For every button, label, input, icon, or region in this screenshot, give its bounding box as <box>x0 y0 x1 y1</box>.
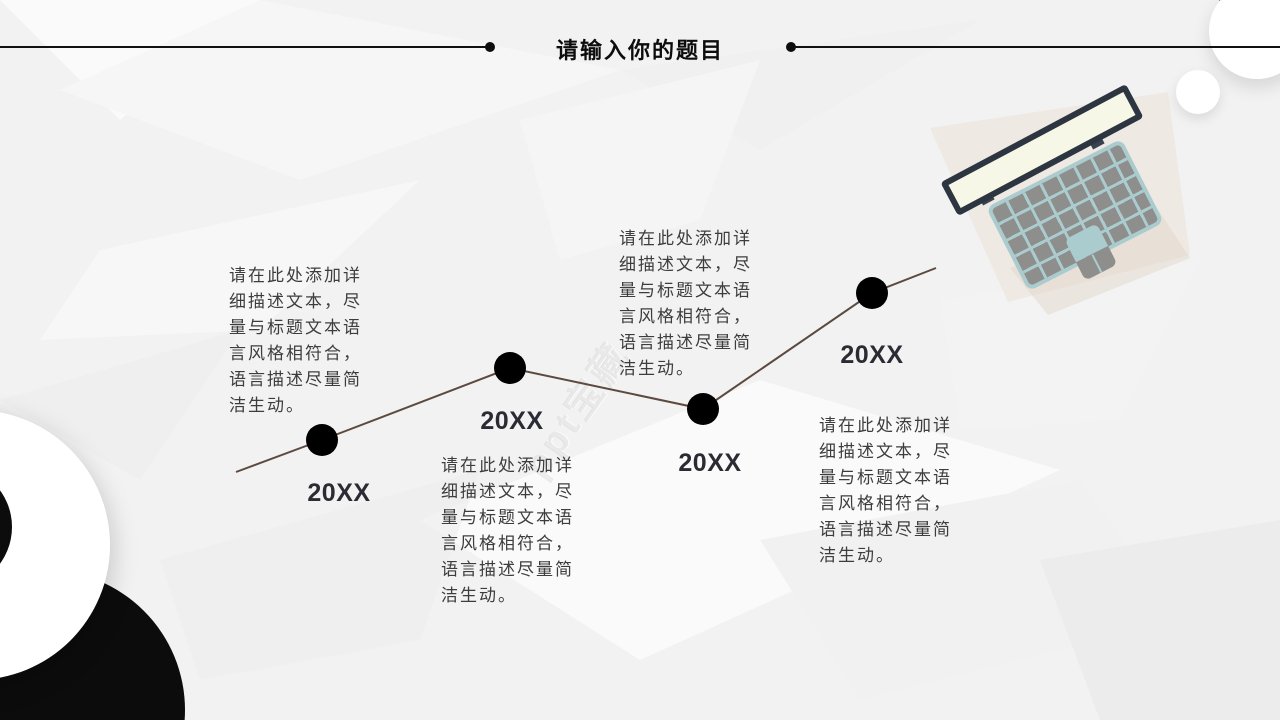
year-label-1: 20XX <box>307 479 371 507</box>
year-label-3: 20XX <box>678 449 742 477</box>
description-text-3: 请在此处添加详 细描述文本，尽 量与标题文本语 言风格相符合， 语言描述尽量简 … <box>619 229 752 378</box>
description-text-2: 请在此处添加详 细描述文本，尽 量与标题文本语 言风格相符合， 语言描述尽量简 … <box>441 456 574 605</box>
slide-title: 请输入你的题目 <box>555 38 724 63</box>
top-right-small-white-circle <box>1176 70 1220 114</box>
description-text-1: 请在此处添加详 细描述文本，尽 量与标题文本语 言风格相符合， 语言描述尽量简 … <box>229 266 362 415</box>
year-label-2: 20XX <box>480 407 544 435</box>
title-rule-right-dot <box>786 42 796 52</box>
year-label-4: 20XX <box>840 341 904 369</box>
description-text-4: 请在此处添加详 细描述文本，尽 量与标题文本语 言风格相符合， 语言描述尽量简 … <box>819 416 952 565</box>
title-rule-left-dot <box>485 42 495 52</box>
title-rule-left <box>0 46 488 48</box>
mouse-button-divider <box>1091 254 1103 273</box>
title-rule-right <box>794 46 1280 48</box>
